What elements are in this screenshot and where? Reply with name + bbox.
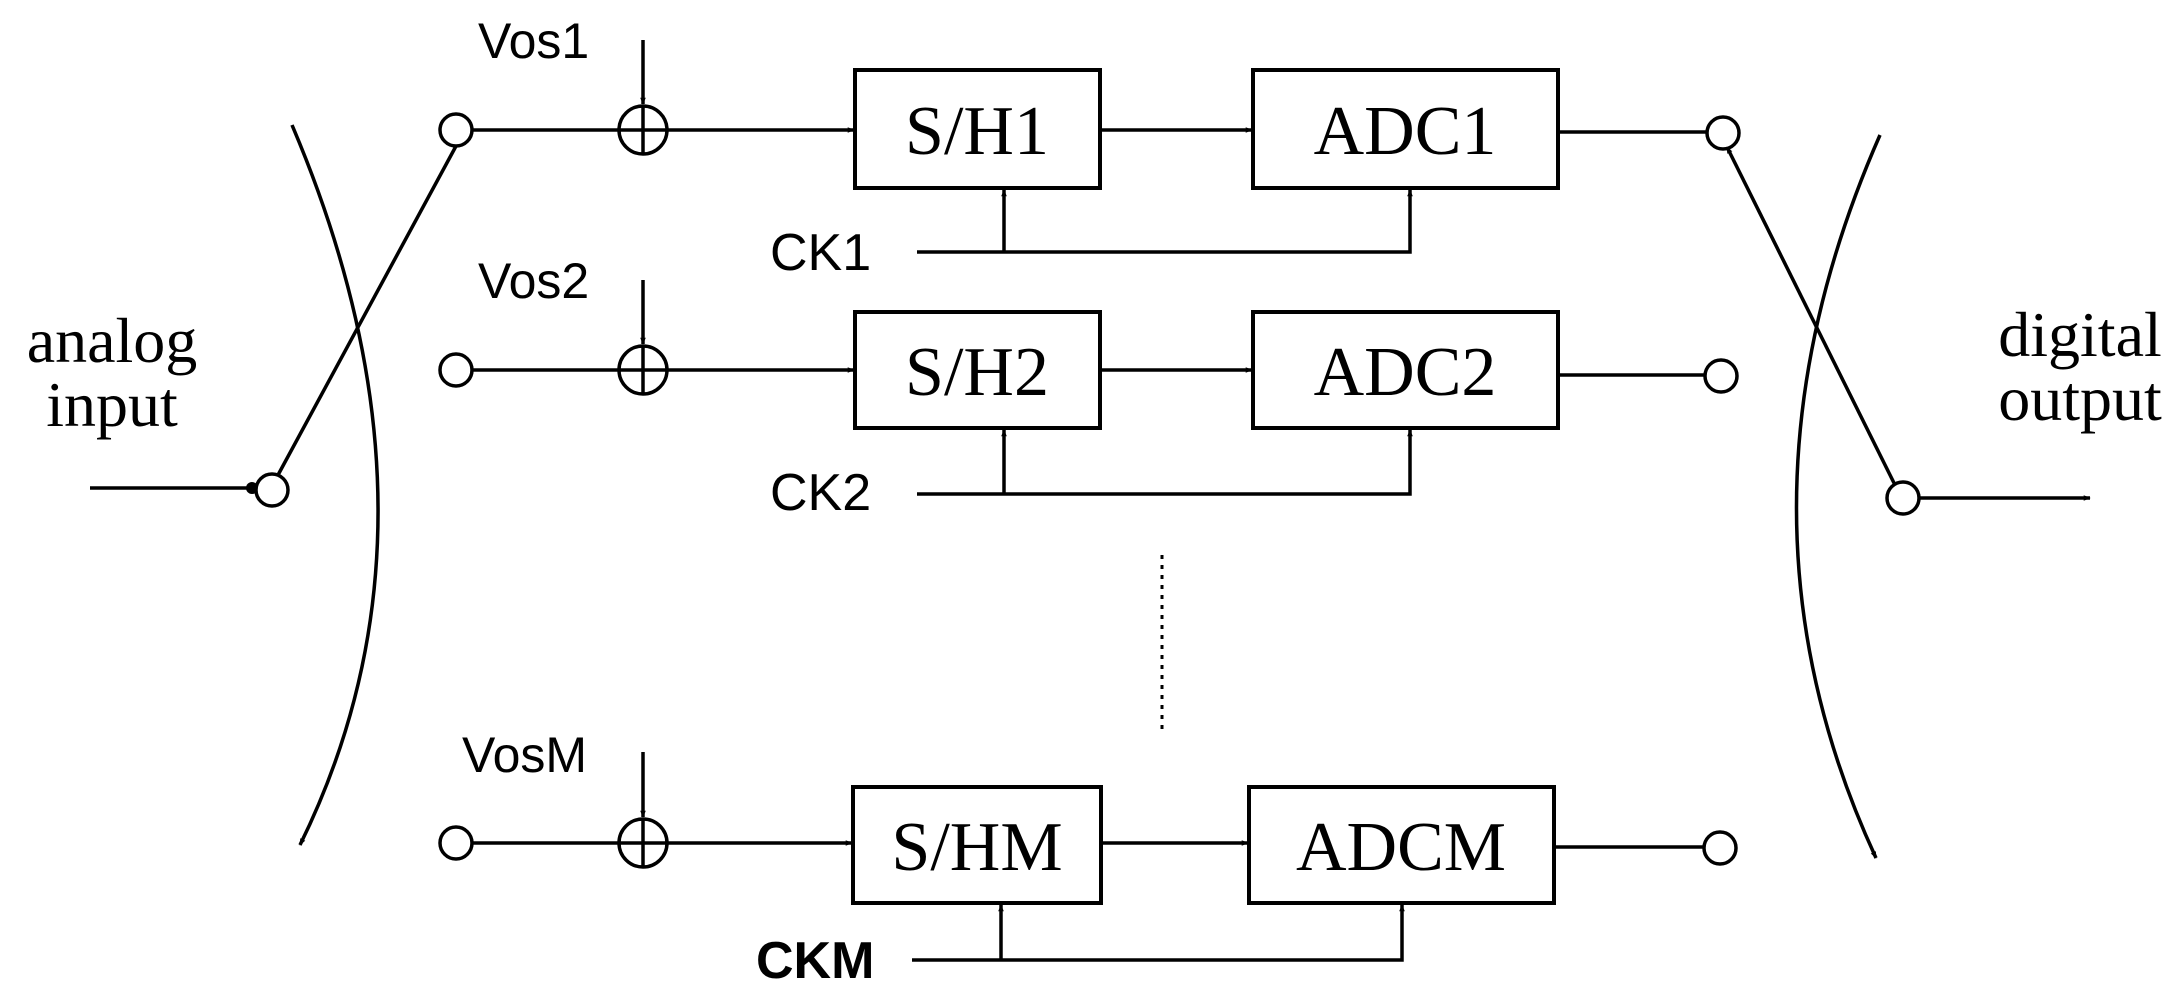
output-sweep-arc	[1794, 134, 1882, 859]
input-section: analog input	[27, 124, 464, 846]
channel-1-output-node	[1705, 115, 1741, 151]
channel-1-adc-block	[1251, 68, 1560, 190]
channel-2-adc-label: ADC2	[1314, 334, 1497, 411]
channel-m: VosM S/HM ADCM CKM	[438, 727, 1738, 990]
channel-2-input-node	[438, 352, 474, 388]
channel-2-clock-wire	[917, 429, 1413, 496]
channel-1-clock-label: CK1	[770, 224, 871, 282]
input-sweep-arc	[290, 124, 380, 846]
input-label-line2: input	[46, 369, 178, 440]
input-pivot-node	[254, 472, 290, 508]
channel-1: Vos1 S/H1 ADC1 CK1	[438, 13, 1741, 282]
channel-1-offset-label: Vos1	[478, 13, 589, 69]
channel-m-adc-label: ADCM	[1296, 809, 1506, 886]
output-section: digital output	[1725, 134, 2162, 859]
channel-2-offset-label: Vos2	[478, 253, 589, 309]
channel-m-offset-label: VosM	[462, 727, 587, 783]
channel-2: Vos2 S/H2 ADC2 CK2	[438, 253, 1739, 522]
channel-1-clock-wire	[917, 189, 1413, 254]
channel-1-summer-icon	[617, 104, 669, 156]
channel-2-output-node	[1703, 358, 1739, 394]
output-label-line2: output	[1998, 363, 2162, 434]
channel-m-input-node	[438, 825, 474, 861]
channel-1-adc-label: ADC1	[1314, 93, 1497, 170]
output-label-line1: digital	[1998, 299, 2162, 370]
channel-m-adc-block	[1247, 785, 1556, 905]
channel-m-summer-icon	[617, 817, 669, 869]
channel-m-sh-label: S/HM	[891, 809, 1062, 886]
input-label-line1: analog	[27, 305, 198, 376]
channel-2-summer-icon	[617, 344, 669, 396]
channel-1-sh-label: S/H1	[905, 93, 1049, 170]
channel-2-clock-label: CK2	[770, 464, 871, 522]
channel-2-sh-label: S/H2	[905, 334, 1049, 411]
output-commutator-arm	[1725, 146, 1897, 486]
channel-m-output-node	[1702, 830, 1738, 866]
channel-2-adc-block	[1251, 310, 1560, 430]
channel-m-clock-label: CKM	[756, 932, 874, 990]
channel-2-sh-block	[853, 310, 1102, 430]
channel-1-sh-block	[853, 68, 1102, 190]
channel-1-input-node	[438, 112, 474, 148]
channel-m-sh-block	[851, 785, 1103, 905]
channel-m-clock-wire	[912, 904, 1405, 962]
output-pivot-node	[1885, 480, 1921, 516]
input-commutator-arm	[276, 134, 464, 476]
